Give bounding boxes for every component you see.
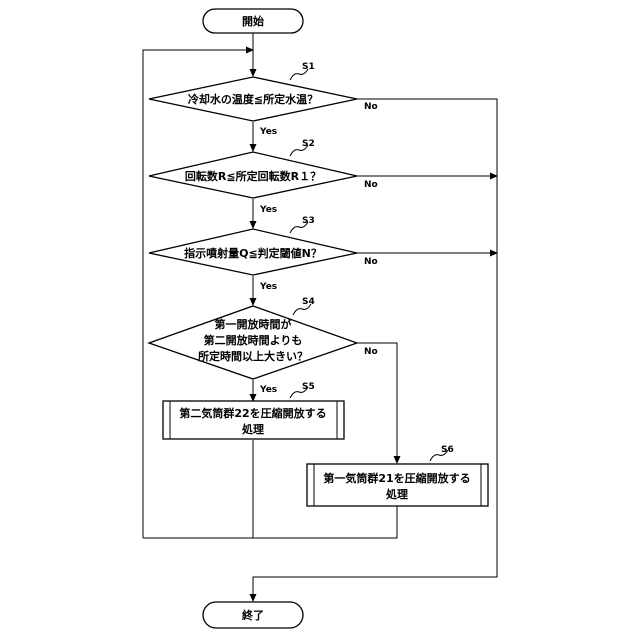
s4-text-line1: 第一開放時間が bbox=[215, 317, 292, 331]
s5-step-id: S5 bbox=[302, 382, 315, 392]
s6-text-line2: 処理 bbox=[385, 487, 408, 501]
s3-step-id: S3 bbox=[302, 216, 315, 226]
s2-yes-label: Yes bbox=[259, 205, 277, 215]
edge-s6-loop bbox=[253, 506, 397, 538]
s4-yes-label: Yes bbox=[259, 385, 277, 395]
s5-text-line1: 第二気筒群22を圧縮開放する bbox=[179, 406, 326, 420]
s2-no-label: No bbox=[364, 180, 378, 190]
start-label: 開始 bbox=[242, 14, 264, 28]
edge-s4-s6 bbox=[357, 343, 397, 463]
s3-yes-label: Yes bbox=[259, 282, 277, 292]
start-terminal: 開始 bbox=[203, 9, 303, 33]
s4-text-line2: 第二開放時間よりも bbox=[204, 333, 303, 347]
s1-step-id: S1 bbox=[302, 62, 315, 72]
s6-text-line1: 第一気筒群21を圧縮開放する bbox=[323, 471, 470, 485]
s5-text-line2: 処理 bbox=[241, 422, 264, 436]
s4-text-line3: 所定時間以上大きい？ bbox=[198, 349, 308, 363]
end-label: 終了 bbox=[242, 608, 264, 622]
s4-no-label: No bbox=[364, 347, 378, 357]
s1-no-label: No bbox=[364, 102, 378, 112]
edge-loop-back bbox=[143, 50, 253, 538]
s1-yes-label: Yes bbox=[259, 127, 277, 137]
s3-no-label: No bbox=[364, 257, 378, 267]
s3-text: 指示噴射量Q≦判定閾値N？ bbox=[184, 246, 322, 260]
s2-step-id: S2 bbox=[302, 139, 315, 149]
end-terminal: 終了 bbox=[203, 602, 303, 628]
s1-text: 冷却水の温度≦所定水温？ bbox=[188, 92, 318, 106]
s2-text: 回転数R≦所定回転数R１？ bbox=[185, 169, 321, 183]
s4-step-id: S4 bbox=[302, 297, 315, 307]
decision-s4: 第一開放時間が 第二開放時間よりも 所定時間以上大きい？ S4 bbox=[149, 297, 357, 379]
edge-s5-loop bbox=[143, 440, 253, 538]
s6-step-id: S6 bbox=[441, 445, 454, 455]
